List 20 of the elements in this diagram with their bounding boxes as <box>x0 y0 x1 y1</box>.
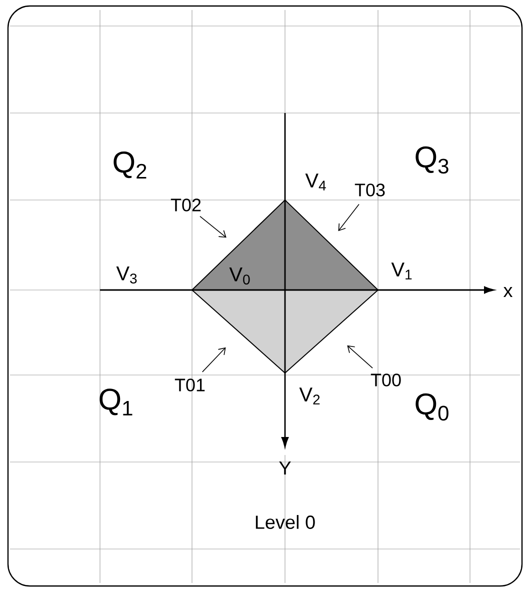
axis-label: V$_{3}$ <box>116 266 137 284</box>
axis-label: x <box>503 286 513 298</box>
axis-label: Q$_{1}$ <box>100 388 132 416</box>
triangle-label: T03 <box>354 184 385 196</box>
triangle-label: T02 <box>170 198 201 212</box>
axis-label: Q$_{2}$ <box>114 151 146 179</box>
triangle-label: T00 <box>370 374 401 386</box>
axis-label: V$_{1}$ <box>391 262 412 280</box>
axis-label: Q$_{3}$ <box>416 146 448 174</box>
triangle-label: T01 <box>174 378 205 392</box>
leader-arrow <box>338 204 360 232</box>
axis-label: V$_{4}$ <box>305 174 326 190</box>
axis-label: Y <box>279 461 291 475</box>
axis-label: V$_{0}$ <box>229 268 250 284</box>
axis-label: V$_{2}$ <box>299 388 320 404</box>
axis-label: Level 0 <box>256 515 315 529</box>
leader-arrow <box>347 345 373 368</box>
axis-label: Q$_{0}$ <box>416 393 448 421</box>
leader-arrow <box>202 347 226 372</box>
leader-arrow <box>200 216 226 238</box>
